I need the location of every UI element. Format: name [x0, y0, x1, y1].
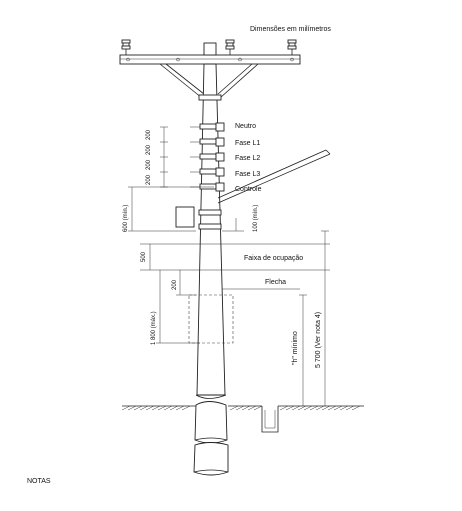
- pole-top: [203, 42, 217, 56]
- dim-200-c: 200: [146, 159, 152, 170]
- dim-200-flecha: 200: [172, 279, 178, 290]
- guy-strut: [217, 149, 331, 204]
- dimension-1800: [156, 270, 200, 344]
- dim-200-d: 200: [146, 174, 152, 185]
- dim-1800: 1 800 (máx.): [151, 311, 157, 345]
- dimension-600: [128, 186, 214, 232]
- notes-label: NOTAS: [27, 478, 51, 485]
- label-faixa: Faixa de ocupação: [244, 255, 303, 262]
- pole-buried-segment: [194, 401, 228, 444]
- occupancy-band: [140, 243, 330, 271]
- ground: [121, 405, 364, 411]
- label-fase-l1: Fase L1: [235, 140, 260, 147]
- h-minimo-dimension: [299, 294, 307, 406]
- dimension-100: [222, 218, 244, 232]
- label-fase-l2: Fase L2: [235, 155, 260, 162]
- dim-100: 100 (mín.): [253, 205, 259, 232]
- label-altura-total: 5 700 (Ver nota 4): [315, 312, 322, 368]
- pole-body: [196, 63, 226, 396]
- dashed-enclosure: [188, 294, 234, 344]
- units-note: Dimensões em milímetros: [250, 26, 331, 33]
- label-h-minimo: "h" mínimo: [292, 331, 299, 365]
- dim-600: 600 (mín.): [123, 205, 129, 232]
- insulator-left: [121, 39, 131, 55]
- box-bracket: [198, 209, 222, 216]
- flecha-dimension: [176, 270, 300, 296]
- secondary-rack: [199, 122, 225, 192]
- dim-200-b: 200: [146, 144, 152, 155]
- label-flecha: Flecha: [265, 279, 286, 286]
- dim-500: 500: [141, 251, 147, 262]
- total-height-dimension: [321, 230, 329, 406]
- pole-collar: [198, 94, 222, 101]
- lower-bracket: [198, 223, 222, 230]
- equipment-box: [175, 206, 195, 228]
- insulator-right: [287, 39, 297, 55]
- insulator-center: [225, 39, 235, 55]
- curb: [261, 406, 279, 433]
- label-fase-l3: Fase L3: [235, 171, 260, 178]
- dim-200-a: 200: [146, 129, 152, 140]
- dimension-chain-200: [160, 126, 168, 188]
- label-neutro: Neutro: [235, 123, 256, 130]
